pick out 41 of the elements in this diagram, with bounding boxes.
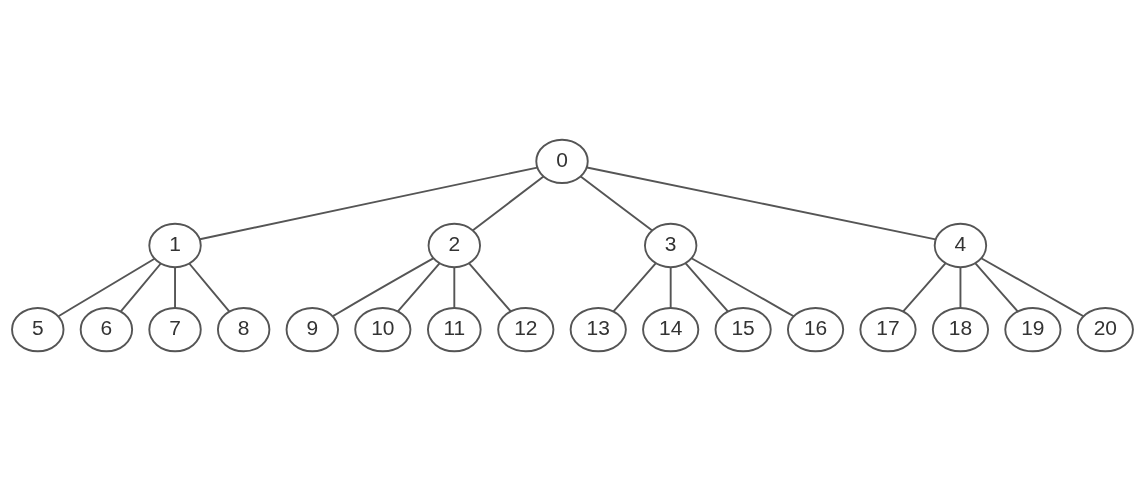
- connector: [959, 265, 962, 309]
- node-ellipse: 14: [642, 306, 700, 352]
- connector: [980, 256, 1085, 317]
- connector: [690, 256, 795, 317]
- connector: [468, 262, 512, 312]
- node-ellipse: 12: [497, 306, 555, 352]
- connector: [974, 262, 1019, 312]
- connector: [586, 166, 937, 240]
- node-ellipse: 7: [148, 306, 202, 352]
- node-ellipse: 17: [859, 306, 917, 352]
- node-ellipse: 13: [569, 306, 627, 352]
- node-ellipse: 0: [535, 138, 589, 184]
- node-ellipse: 8: [216, 306, 271, 352]
- node-ellipse: 15: [714, 306, 772, 352]
- node-ellipse: 11: [427, 306, 482, 352]
- node-ellipse: 16: [787, 306, 845, 352]
- connector: [472, 175, 545, 231]
- connector: [669, 265, 672, 309]
- node-ellipse: 5: [11, 306, 65, 352]
- connector: [57, 257, 156, 317]
- connector: [174, 265, 176, 309]
- connector: [579, 175, 653, 231]
- connector: [396, 262, 441, 312]
- connector: [902, 262, 947, 312]
- node-ellipse: 3: [644, 222, 698, 268]
- node-ellipse: 20: [1076, 306, 1134, 352]
- node-ellipse: 1: [148, 222, 202, 268]
- connector: [453, 265, 456, 309]
- node-ellipse: 6: [79, 306, 134, 352]
- connector: [119, 262, 162, 312]
- node-ellipse: 2: [427, 222, 481, 268]
- node-ellipse: 19: [1004, 306, 1062, 352]
- node-ellipse: 18: [931, 306, 990, 352]
- connector: [684, 262, 729, 312]
- node-ellipse: 4: [933, 222, 988, 268]
- connector: [198, 166, 539, 240]
- node-ellipse: 10: [354, 306, 412, 352]
- connector: [188, 262, 231, 312]
- connector: [612, 262, 657, 312]
- node-ellipse: 9: [285, 306, 339, 352]
- connector: [332, 256, 435, 317]
